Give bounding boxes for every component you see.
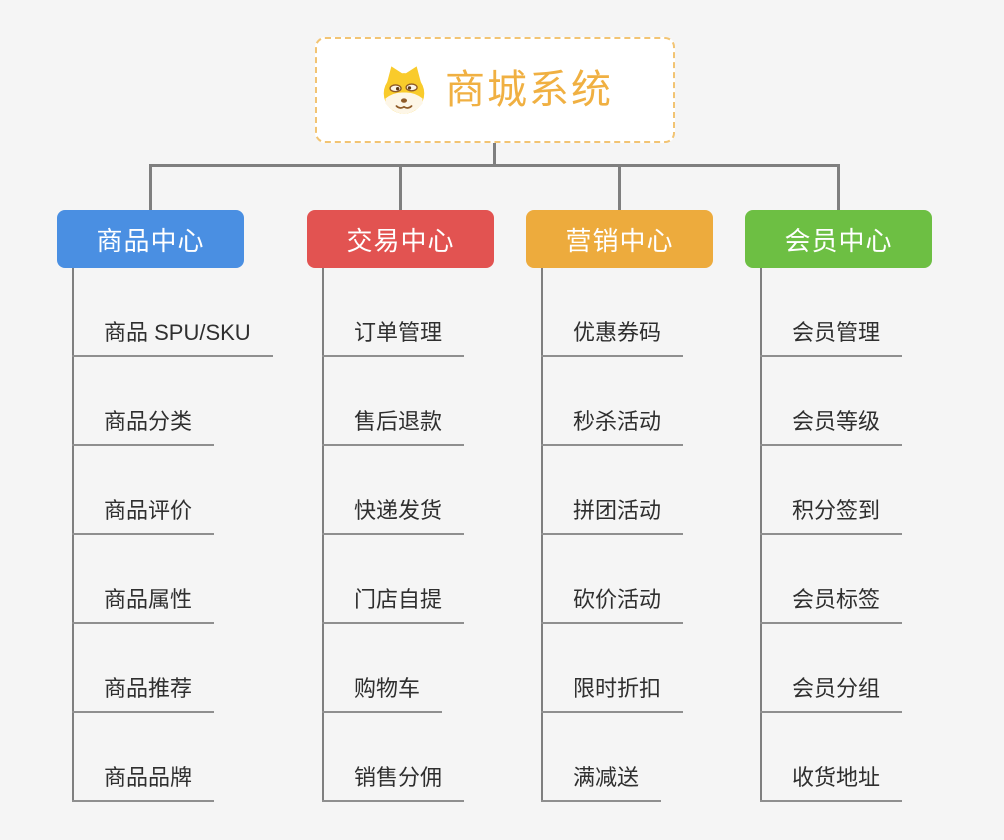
leaf-item[interactable]: 限时折扣 (541, 675, 684, 713)
root-node[interactable]: 商城系统 (315, 37, 675, 143)
branch-connector-line (72, 268, 74, 802)
leaf-item[interactable]: 优惠券码 (541, 319, 684, 357)
leaf-item[interactable]: 收货地址 (760, 764, 903, 802)
connector-drop (399, 164, 402, 210)
leaf-item[interactable]: 购物车 (322, 675, 443, 713)
leaf-item[interactable]: 会员管理 (760, 319, 903, 357)
leaf-item[interactable]: 商品属性 (72, 586, 215, 624)
root-title: 商城系统 (445, 68, 613, 112)
leaf-item[interactable]: 积分签到 (760, 497, 903, 535)
leaf-item[interactable]: 售后退款 (322, 408, 465, 446)
branch-connector-line (322, 268, 324, 802)
leaf-item[interactable]: 商品评价 (72, 497, 215, 535)
branch-node-marketing-center[interactable]: 营销中心 (526, 210, 713, 268)
leaf-item[interactable]: 满减送 (541, 764, 662, 802)
leaf-item[interactable]: 商品推荐 (72, 675, 215, 713)
connector-drop (618, 164, 621, 210)
branch-trade-center: 交易中心 订单管理 售后退款 快递发货 门店自提 购物车 销售分佣 (307, 210, 567, 820)
leaf-item[interactable]: 门店自提 (322, 586, 465, 624)
branch-node-trade-center[interactable]: 交易中心 (307, 210, 494, 268)
branch-node-product-center[interactable]: 商品中心 (57, 210, 244, 268)
leaf-item[interactable]: 快递发货 (322, 497, 465, 535)
branch-marketing-center: 营销中心 优惠券码 秒杀活动 拼团活动 砍价活动 限时折扣 满减送 (526, 210, 786, 820)
leaf-item[interactable]: 商品 SPU/SKU (72, 319, 273, 357)
leaf-item[interactable]: 会员分组 (760, 675, 903, 713)
branch-connector-line (760, 268, 762, 802)
connector-drop (837, 164, 840, 210)
branch-connector-line (541, 268, 543, 802)
leaf-item[interactable]: 销售分佣 (322, 764, 465, 802)
connector-drop (149, 164, 152, 210)
leaf-item[interactable]: 会员标签 (760, 586, 903, 624)
branch-node-member-center[interactable]: 会员中心 (745, 210, 932, 268)
leaf-item[interactable]: 砍价活动 (541, 586, 684, 624)
connector-rail (149, 164, 840, 167)
branch-product-center: 商品中心 商品 SPU/SKU 商品分类 商品评价 商品属性 商品推荐 商品品牌 (57, 210, 317, 820)
leaf-item[interactable]: 拼团活动 (541, 497, 684, 535)
branch-member-center: 会员中心 会员管理 会员等级 积分签到 会员标签 会员分组 收货地址 (745, 210, 1004, 820)
leaf-item[interactable]: 会员等级 (760, 408, 903, 446)
leaf-item[interactable]: 秒杀活动 (541, 408, 684, 446)
root-connector-stub (493, 143, 496, 166)
doge-dog-face-icon (383, 66, 425, 114)
leaf-item[interactable]: 订单管理 (322, 319, 465, 357)
leaf-item[interactable]: 商品分类 (72, 408, 215, 446)
leaf-item[interactable]: 商品品牌 (72, 764, 215, 802)
